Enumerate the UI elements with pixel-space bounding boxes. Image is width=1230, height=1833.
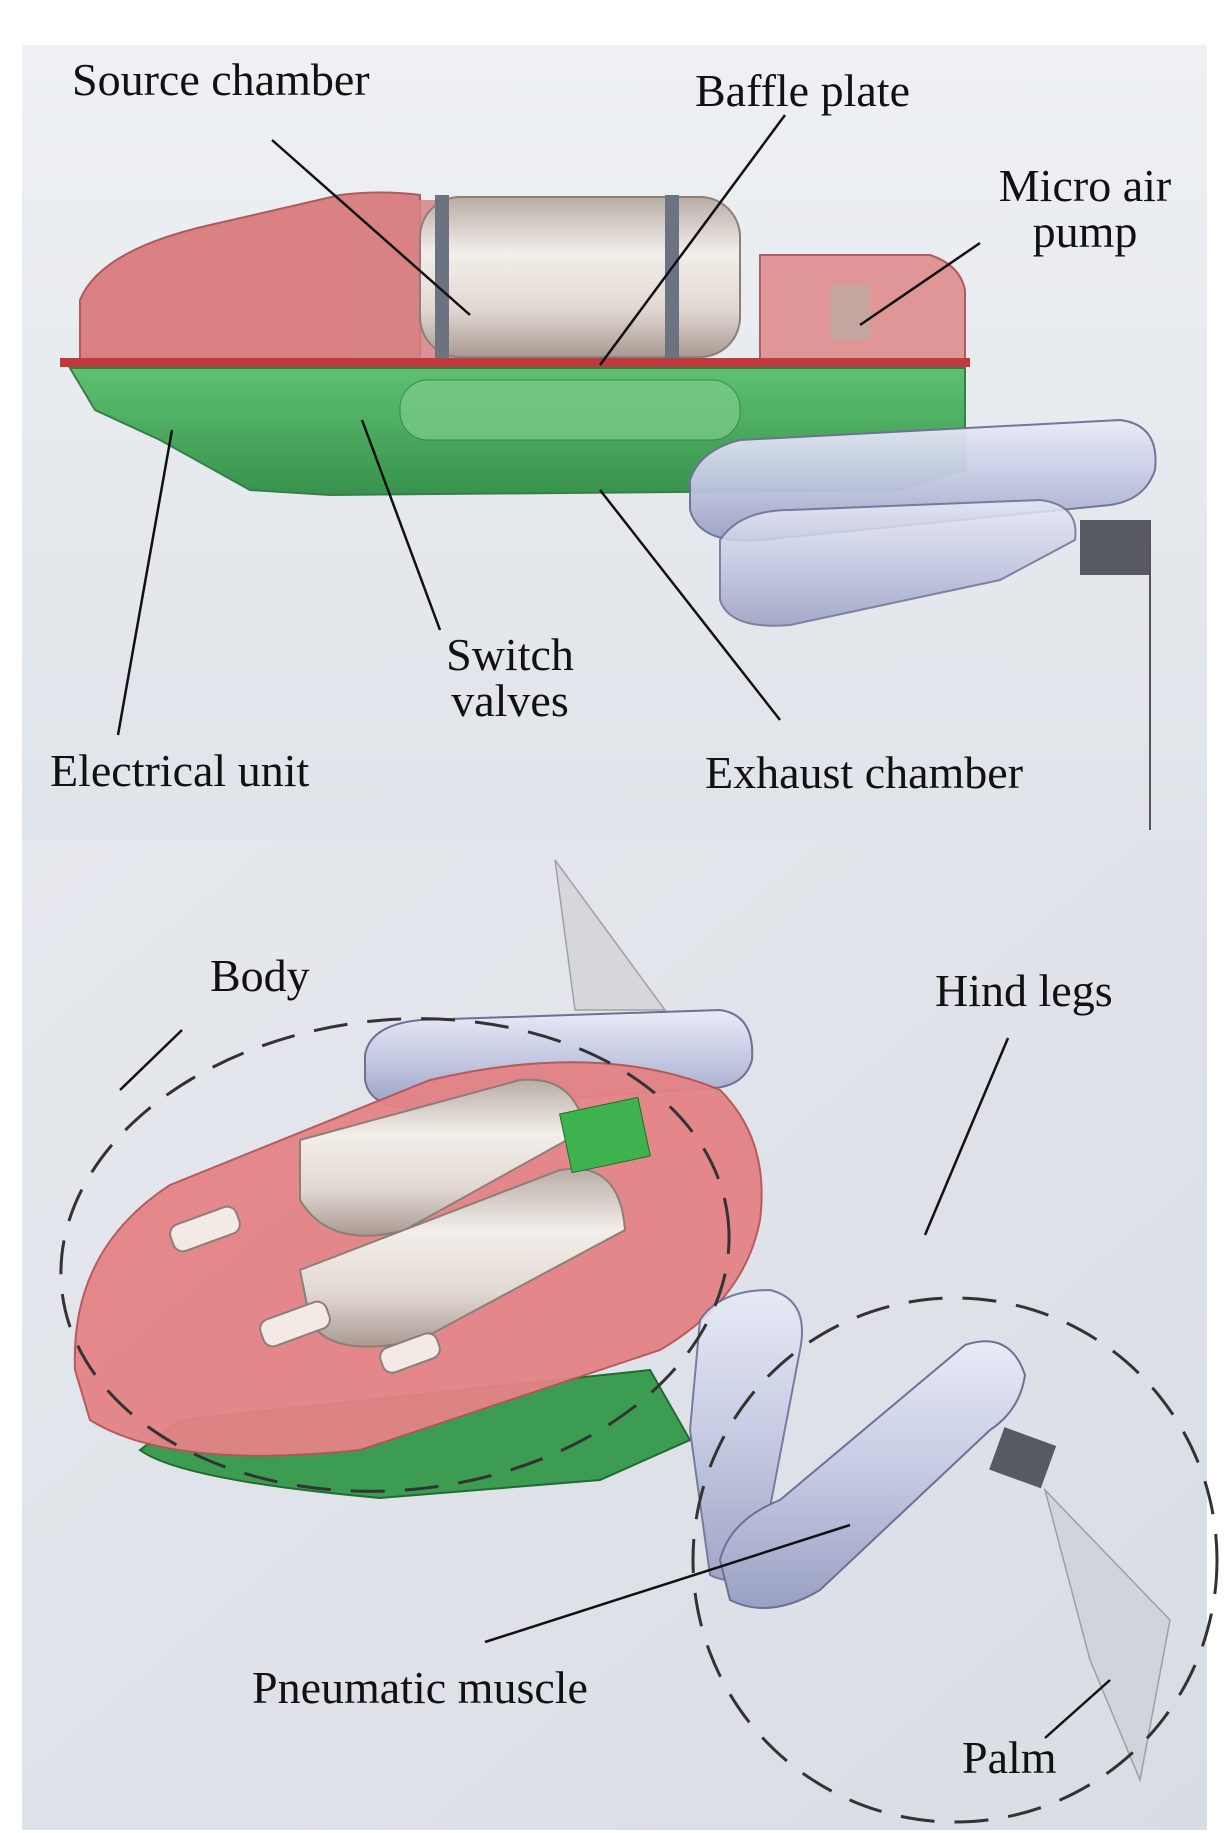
label-baffle-plate: Baffle plate [695,65,910,116]
lower-green-board [559,1096,651,1174]
label-body: Body [210,950,310,1001]
baffle-plate-bar [60,358,970,367]
tank-strap-2 [665,195,679,360]
label-pneumatic-muscle: Pneumatic muscle [252,1662,588,1713]
lower-green-base [138,1368,692,1500]
palm-fin-shape [1043,1487,1171,1783]
label-micro-air-pump: Micro air pump [975,163,1195,255]
label-micro-air-pump-line1: Micro air [998,160,1172,211]
label-palm: Palm [962,1732,1057,1783]
source-chamber-tank [419,196,741,358]
upper-fin-shape [554,859,667,1011]
label-switch-valves-line2: valves [451,675,569,726]
label-exhaust-chamber: Exhaust chamber [705,747,1024,798]
body-dashed-outline [59,1017,731,1493]
label-switch-valves-line1: Switch [446,629,574,680]
exhaust-chamber-shape [399,379,741,441]
label-source-chamber: Source chamber [72,54,370,105]
bottom-leader-lines [119,1029,1111,1739]
label-electrical-unit: Electrical unit [50,745,310,796]
pump-core [830,285,870,340]
label-hind-legs: Hind legs [935,965,1113,1016]
top-leader-lines [116,114,981,736]
tank-strap-1 [435,195,449,360]
top-hind-leg [689,418,1157,830]
red-shell-shape [79,191,421,361]
lower-nozzles [169,1205,441,1374]
hind-legs-dashed-outline [691,1296,1219,1824]
label-micro-air-pump-line2: pump [1032,206,1138,257]
label-switch-valves: Switch valves [415,632,605,724]
